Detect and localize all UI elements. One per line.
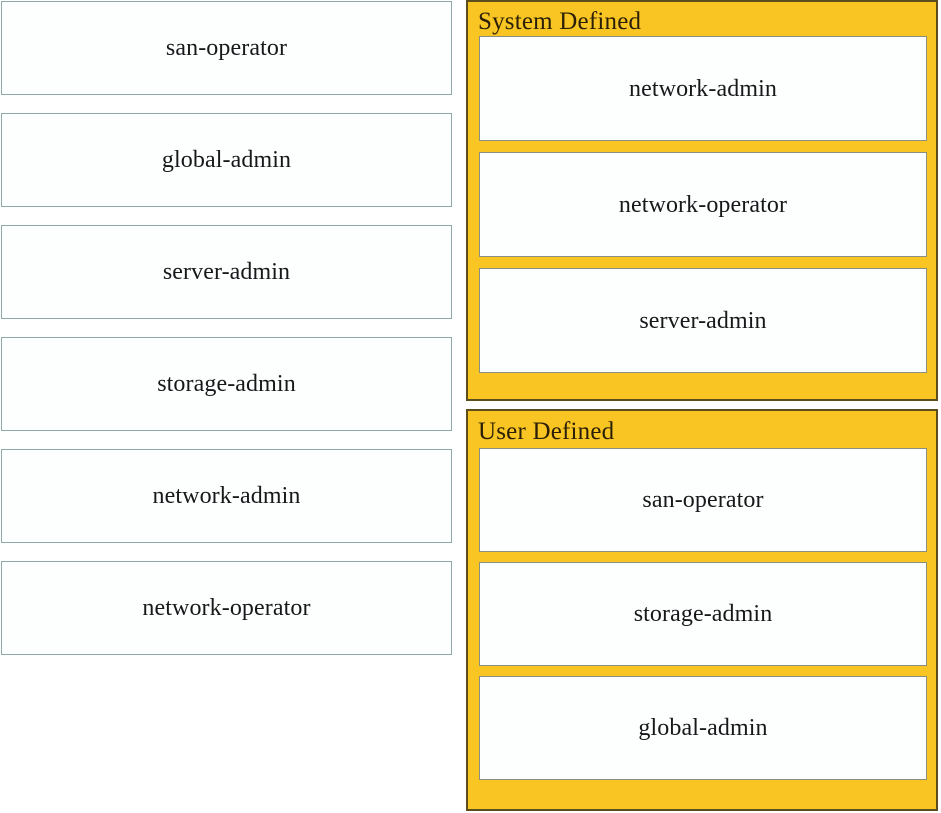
role-label: server-admin (162, 259, 291, 285)
panel-item[interactable]: storage-admin (479, 562, 927, 666)
role-label: global-admin (161, 147, 292, 173)
panel-item-label: server-admin (639, 307, 767, 334)
panel-item[interactable]: network-operator (479, 152, 927, 257)
role-label: san-operator (165, 35, 288, 61)
role-box[interactable]: network-admin (1, 449, 452, 543)
role-box[interactable]: storage-admin (1, 337, 452, 431)
panel-system-defined: System Defined network-admin network-ope… (466, 0, 938, 401)
panel-body: network-admin network-operator server-ad… (468, 36, 936, 373)
role-box[interactable]: global-admin (1, 113, 452, 207)
panel-item[interactable]: server-admin (479, 268, 927, 373)
panel-user-defined: User Defined san-operator storage-admin … (466, 409, 938, 811)
role-list: san-operator global-admin server-admin s… (1, 1, 452, 673)
role-label: network-admin (152, 483, 301, 509)
role-box[interactable]: server-admin (1, 225, 452, 319)
panel-item-label: global-admin (638, 715, 768, 741)
role-label: network-operator (142, 595, 311, 621)
panel-item-label: storage-admin (633, 601, 773, 627)
panel-title: User Defined (478, 418, 615, 445)
panel-item[interactable]: network-admin (479, 36, 927, 141)
panel-title: System Defined (478, 8, 642, 35)
role-box[interactable]: network-operator (1, 561, 452, 655)
panel-item[interactable]: global-admin (479, 676, 927, 780)
panel-item-label: san-operator (642, 487, 764, 513)
panel-item-label: network-admin (629, 75, 777, 102)
role-label: storage-admin (157, 371, 296, 397)
panel-item-label: network-operator (618, 191, 788, 218)
panel-item[interactable]: san-operator (479, 448, 927, 552)
role-box[interactable]: san-operator (1, 1, 452, 95)
panel-body: san-operator storage-admin global-admin (468, 448, 936, 780)
